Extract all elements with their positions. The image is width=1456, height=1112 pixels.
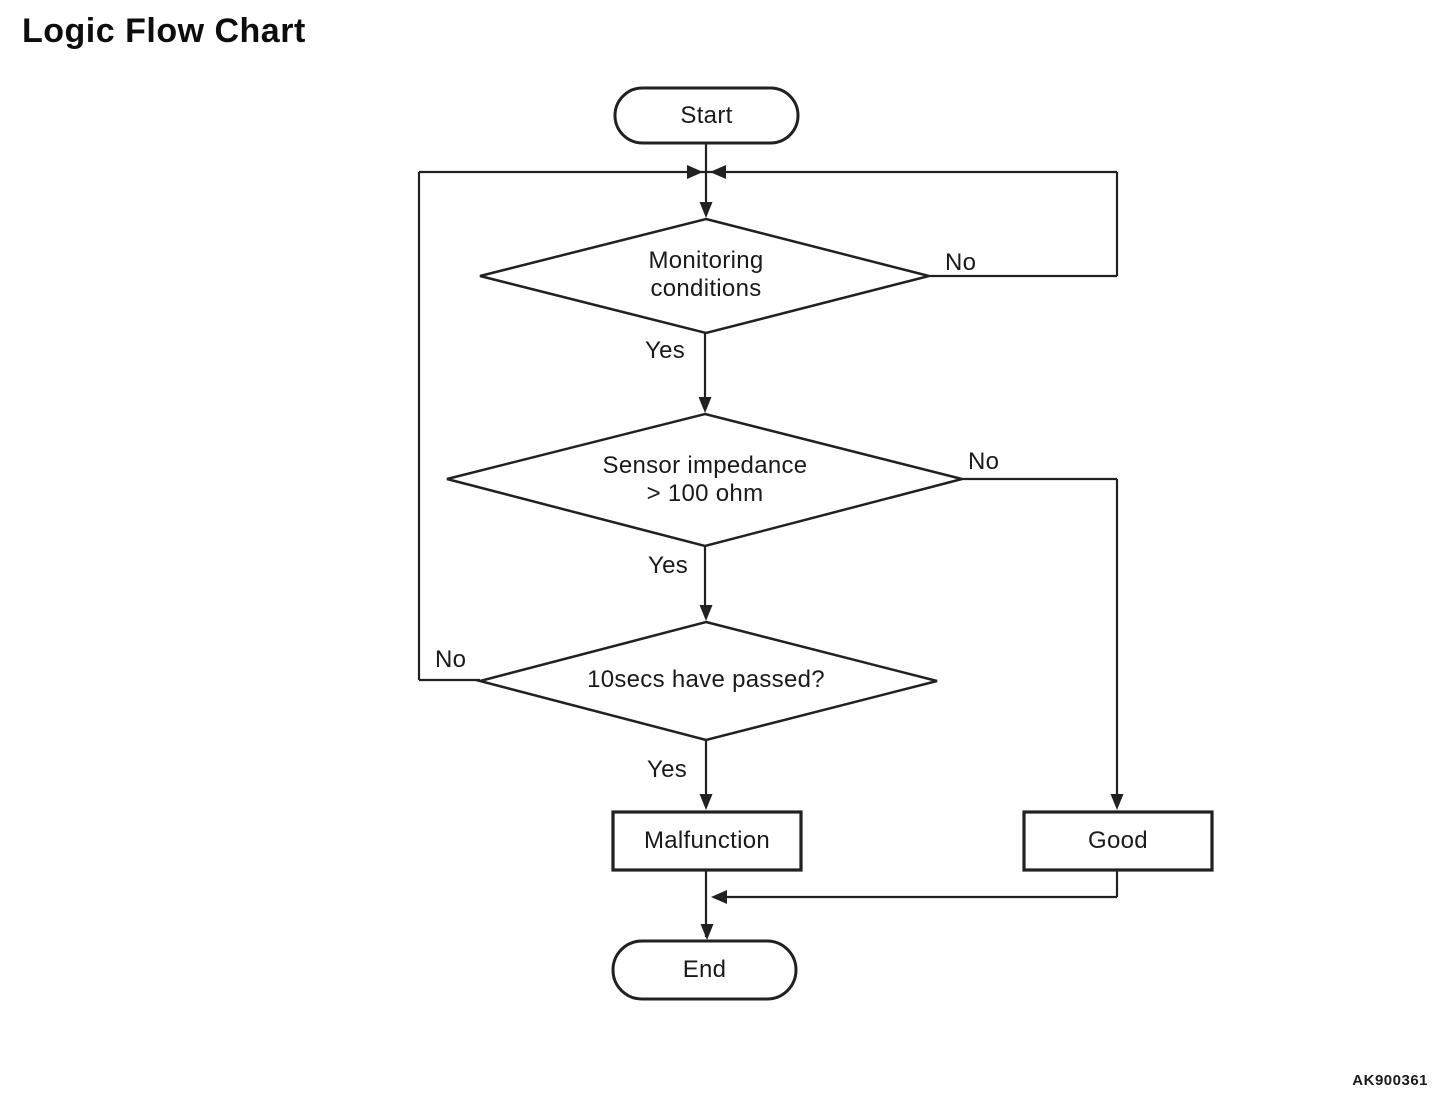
arrow-into-d3 <box>699 605 713 621</box>
page-title: Logic Flow Chart <box>22 12 306 50</box>
decision-monitoring-conditions-shape <box>479 217 930 335</box>
decision-sensor-line2: > 100 ohm <box>646 480 764 507</box>
arrow-into-d1 <box>699 202 713 218</box>
decision-sensor-line1: Sensor impedance <box>602 452 808 479</box>
arrow-into-end <box>700 924 714 940</box>
decision-10secs-passed-label: 10secs have passed? <box>587 666 825 693</box>
arrow-merge-left <box>711 890 727 904</box>
decision-sensor-impedance-shape <box>446 412 963 548</box>
edge-label-d2-no: No <box>968 448 1000 475</box>
edge-label-d3-yes: Yes <box>647 756 688 783</box>
arrow-junction-from-left <box>687 165 703 179</box>
edge-label-d2-yes: Yes <box>648 552 689 579</box>
start-node-label: Start <box>680 102 733 129</box>
end-node-shape <box>611 939 798 1001</box>
figure-code: AK900361 <box>1352 1072 1428 1089</box>
edge-label-d1-yes: Yes <box>645 337 686 364</box>
edge-label-d3-no: No <box>435 646 467 673</box>
good-node-shape <box>1022 810 1214 872</box>
edge-label-d1-no: No <box>945 249 977 276</box>
arrow-into-malfunction <box>699 794 713 810</box>
good-node-label: Good <box>1088 827 1148 854</box>
decision-sensor-impedance-label: Sensor impedance > 100 ohm <box>555 452 855 508</box>
decision-monitoring-line2: conditions <box>650 275 762 302</box>
arrow-into-d2 <box>698 397 712 413</box>
arrow-junction-from-right <box>710 165 726 179</box>
malfunction-node-shape <box>611 810 803 872</box>
start-node-shape <box>613 86 800 145</box>
malfunction-node-label: Malfunction <box>643 827 771 854</box>
decision-monitoring-conditions-label: Monitoring conditions <box>606 247 806 303</box>
decision-10secs-passed-shape <box>475 620 938 742</box>
arrow-into-good <box>1110 794 1124 810</box>
end-node-label: End <box>682 956 727 983</box>
decision-monitoring-line1: Monitoring <box>648 247 764 274</box>
